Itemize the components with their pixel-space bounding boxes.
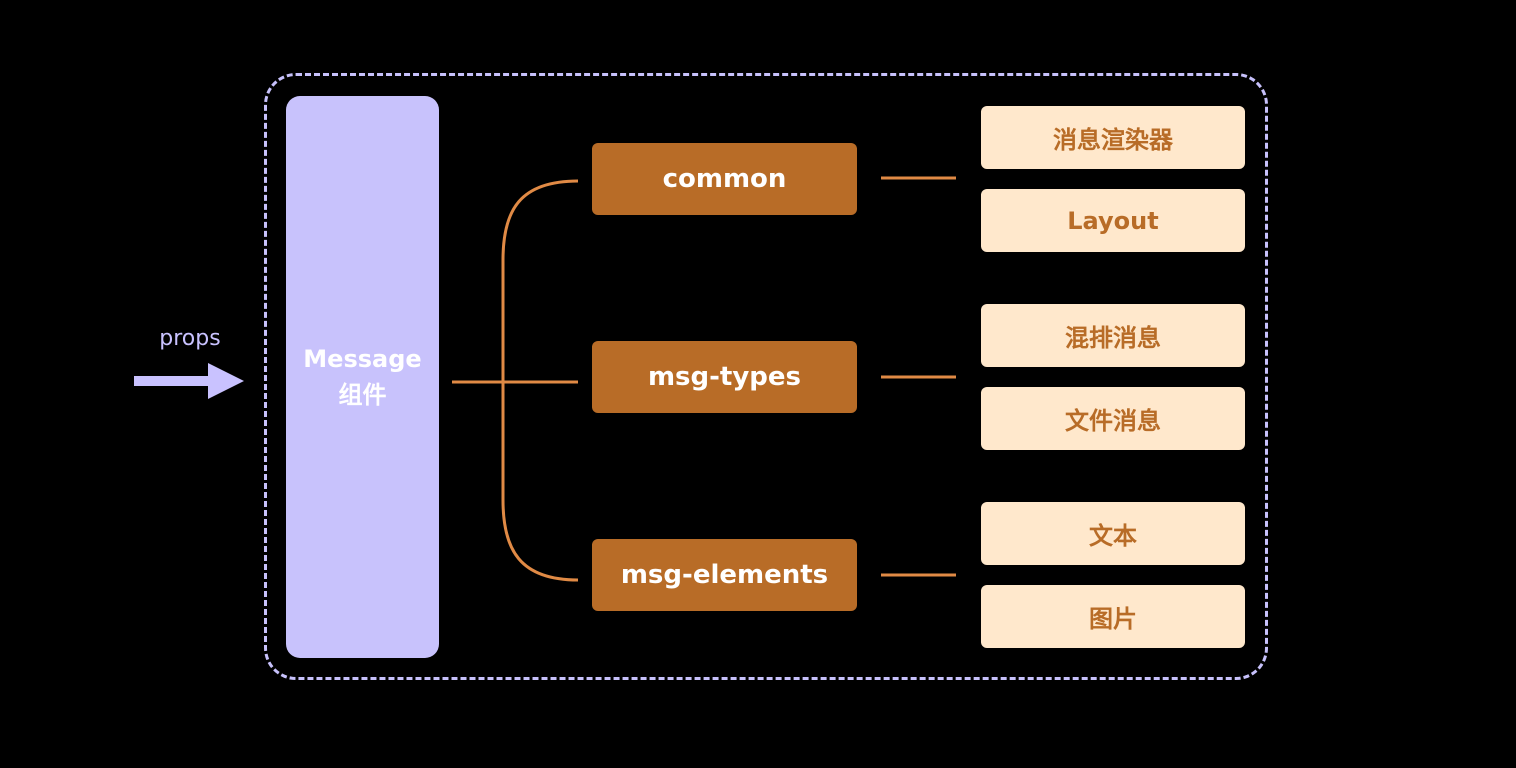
leaf-layout: Layout xyxy=(981,189,1245,252)
node-msg-types: msg-types xyxy=(592,341,857,413)
leaf-text: 文本 xyxy=(981,502,1245,565)
message-subtitle: 组件 xyxy=(338,381,387,409)
node-msg-elements: msg-elements xyxy=(592,539,857,611)
message-component-boundary xyxy=(264,73,1268,680)
message-title: Message xyxy=(303,345,422,373)
props-arrow-icon xyxy=(134,363,244,399)
message-component-box: Message 组件 xyxy=(286,96,439,658)
leaf-file-message: 文件消息 xyxy=(981,387,1245,450)
leaf-image: 图片 xyxy=(981,585,1245,648)
props-label: props xyxy=(159,326,221,351)
leaf-mixed-message: 混排消息 xyxy=(981,304,1245,367)
node-common: common xyxy=(592,143,857,215)
leaf-message-renderer: 消息渲染器 xyxy=(981,106,1245,169)
